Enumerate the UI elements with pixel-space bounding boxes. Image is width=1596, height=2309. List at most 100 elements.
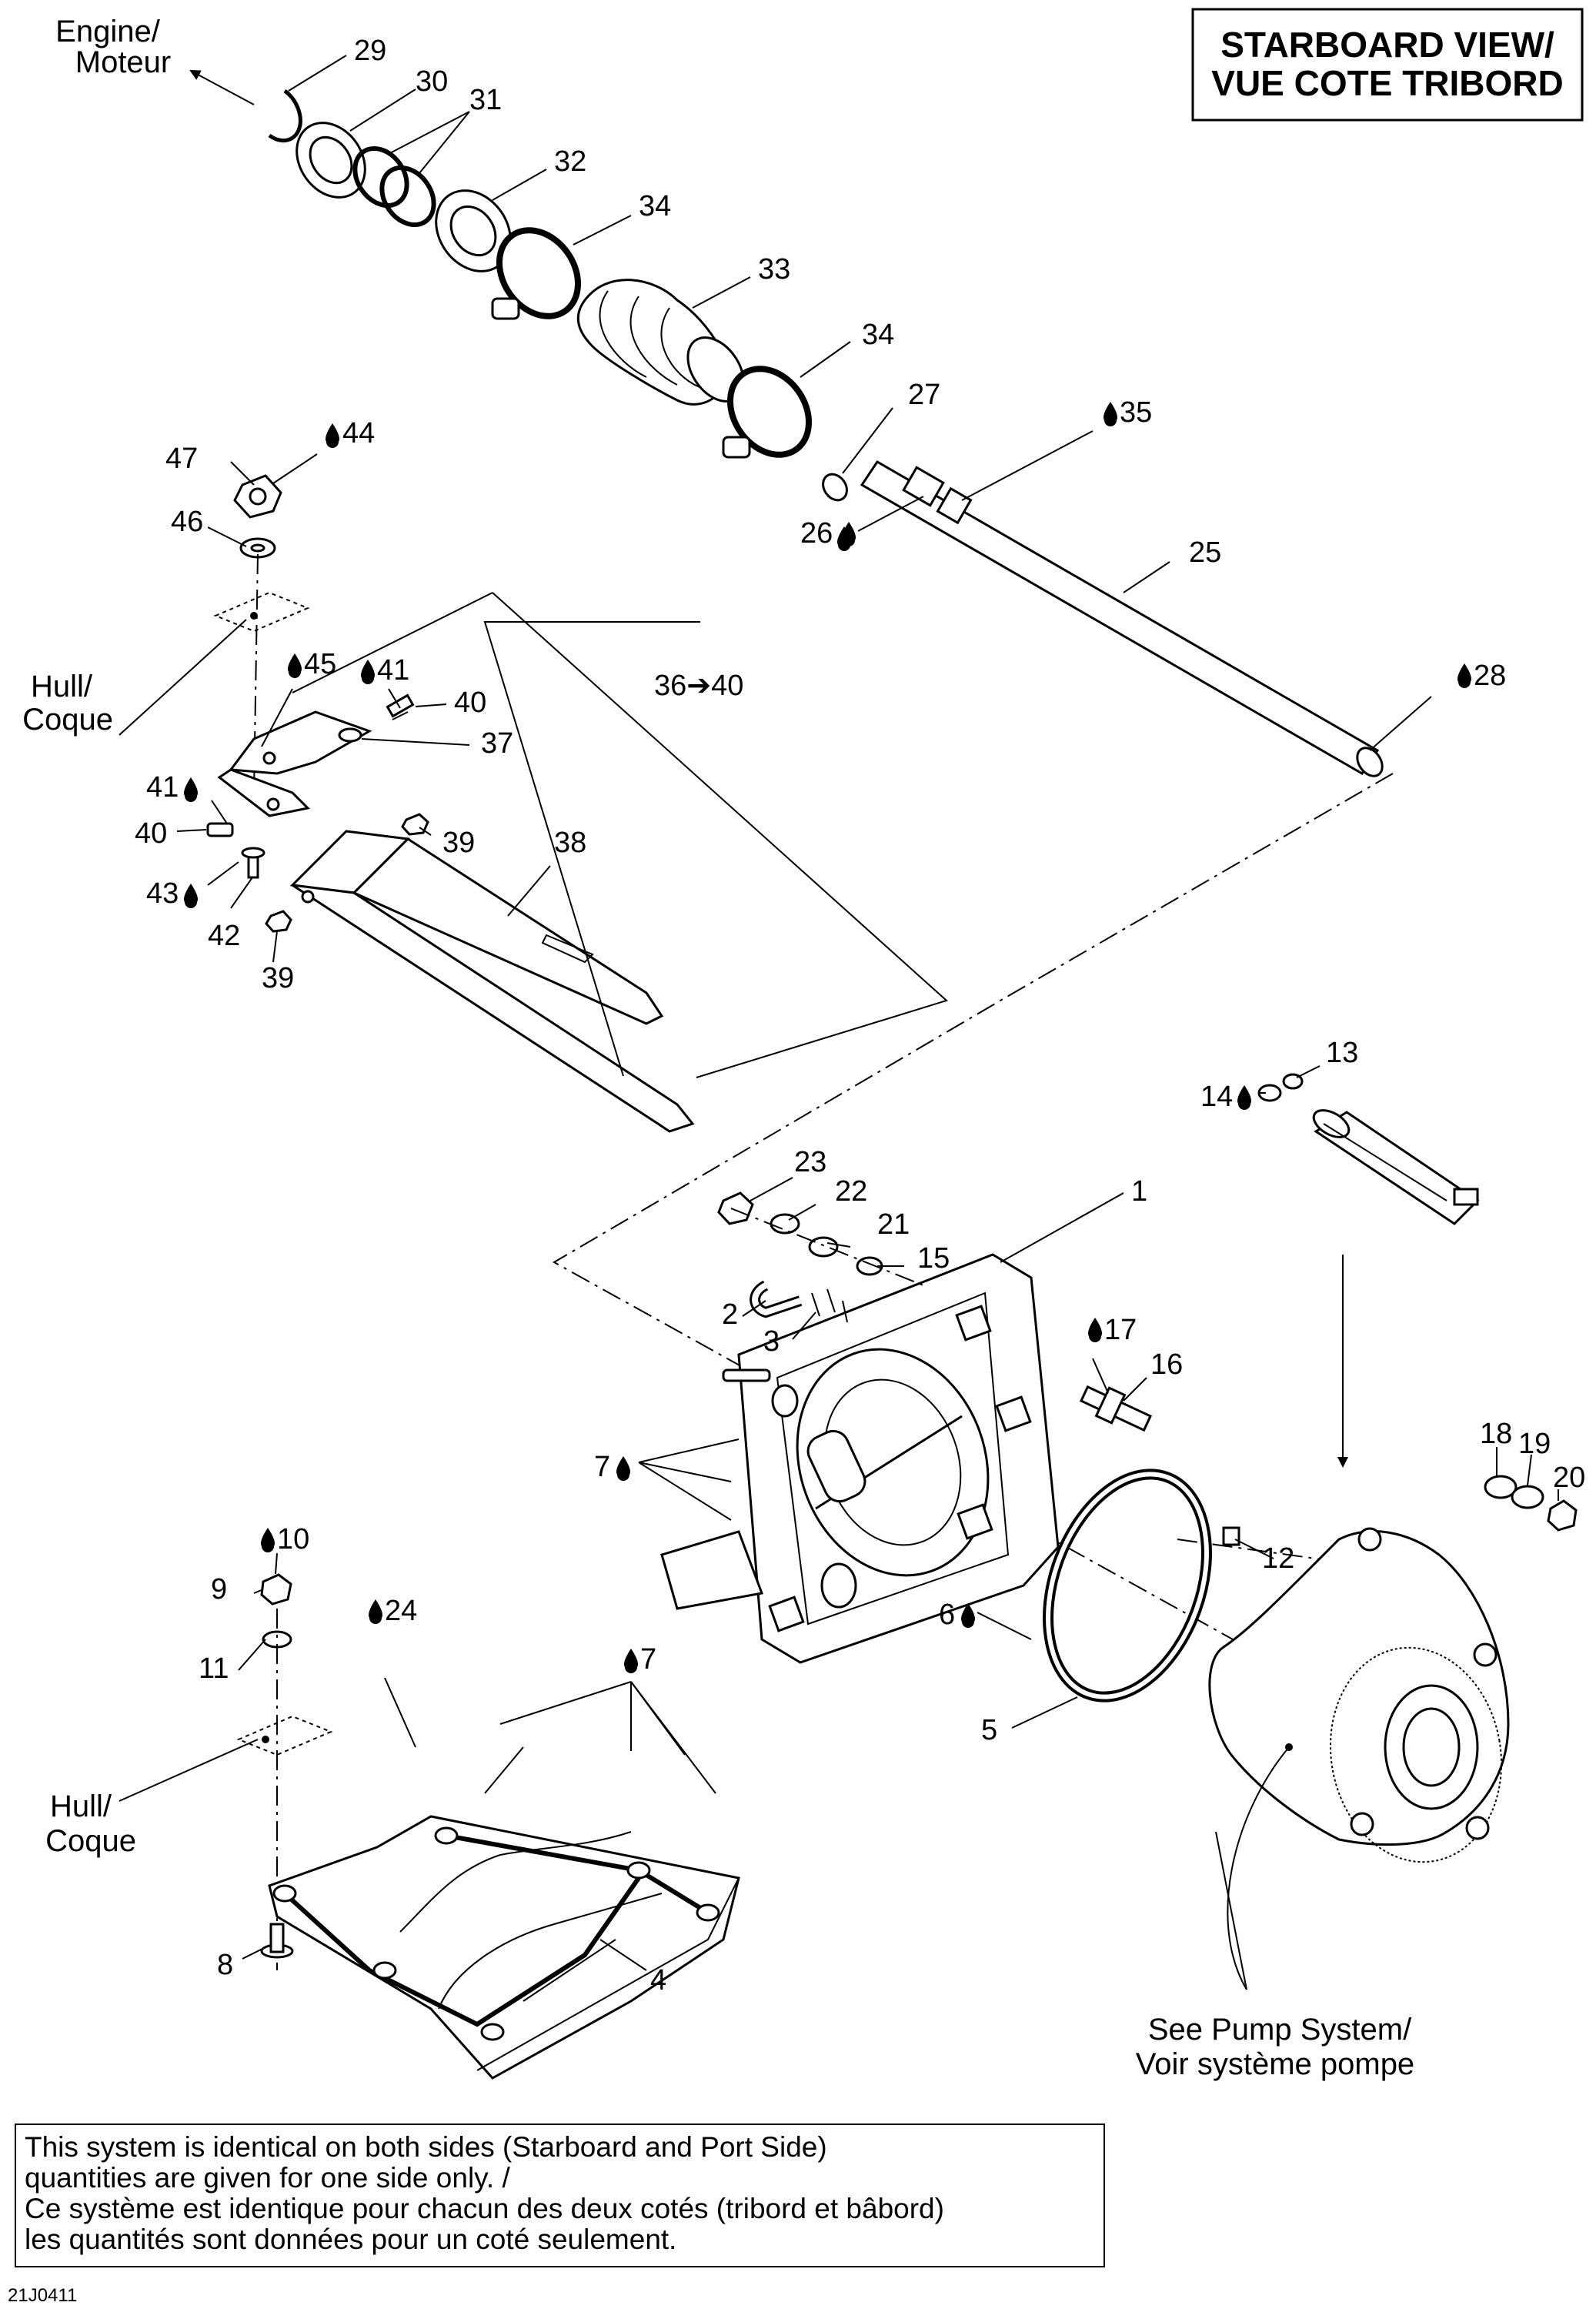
nut-39-lower [265, 910, 292, 933]
lubricant-drop-icon [326, 423, 339, 448]
part-label: 5 [981, 1714, 997, 1746]
drive-shaft-assembly [268, 89, 1384, 777]
engine-caption-line1: Engine/ [55, 15, 161, 48]
part-label: 20 [1553, 1462, 1585, 1494]
part-label: 9 [211, 1573, 227, 1606]
pump-caption-line2: Voir système pompe [1136, 2047, 1414, 2081]
part-label: 8 [217, 1949, 233, 1981]
part-label: 12 [1262, 1542, 1294, 1575]
pump-caption-line1: See Pump System/ [1148, 2013, 1412, 2047]
lubricant-drop-icon [616, 1456, 630, 1481]
part-label: 22 [835, 1175, 867, 1208]
note-box: This system is identical on both sides (… [15, 2124, 1105, 2267]
seal-ring-5 [1043, 1469, 1212, 1703]
lubricant-drop-icon [1237, 1085, 1251, 1110]
lubricant-drop-icon [261, 1528, 275, 1552]
stud-16 [1079, 1385, 1153, 1432]
drive-shaft-25 [860, 459, 1384, 777]
part-label: 44 [342, 417, 375, 449]
part-label: 14 [1200, 1081, 1233, 1113]
part-label: 41 [146, 771, 179, 804]
part-label: 19 [1518, 1428, 1551, 1460]
part-label: 10 [277, 1523, 309, 1555]
engine-caption-line2: Moteur [75, 45, 172, 79]
hull-top-caption-line1: Hull/ [31, 670, 93, 703]
screw-40-left [206, 822, 234, 837]
part-label: 38 [554, 827, 586, 859]
part-label: 17 [1104, 1314, 1137, 1346]
circlip-29 [268, 89, 302, 142]
clip-12 [1222, 1526, 1240, 1546]
view-header-line1: STARBOARD VIEW/ [1220, 25, 1554, 65]
lubricant-drop-icon [184, 777, 198, 802]
lubricant-drop-icon [1088, 1318, 1102, 1342]
part-label: 11 [199, 1652, 229, 1685]
part-label: 43 [146, 877, 179, 910]
washer-18 [1484, 1475, 1518, 1499]
nut-23 [717, 1191, 754, 1225]
pump-housing [1208, 1527, 1510, 1863]
part-label: 7 [594, 1451, 610, 1483]
lubricant-drop-icon [184, 884, 198, 908]
part-label: 15 [917, 1242, 950, 1275]
part-label: 37 [481, 727, 513, 760]
stud [722, 1368, 771, 1382]
part-label: 41 [377, 654, 409, 687]
note-line4: les quantités sont données pour un coté … [25, 2224, 676, 2255]
part-label: 36➔40 [654, 670, 743, 702]
part-number-labels: 29 30 31 32 34 33 34 27 35 26 25 28 47 4… [135, 35, 1585, 1997]
hull-bottom-caption-line1: Hull/ [50, 1789, 112, 1823]
note-line2: quantities are given for one side only. … [25, 2162, 510, 2194]
part-label: 23 [794, 1146, 826, 1178]
note-line3: Ce système est identique pour chacun des… [25, 2193, 944, 2224]
nut-20 [1547, 1499, 1578, 1532]
part-label: 29 [354, 35, 386, 67]
part-label: 16 [1150, 1348, 1183, 1381]
washer-19 [1511, 1485, 1544, 1509]
bolt-42 [241, 847, 265, 879]
part-label: 42 [208, 920, 240, 952]
view-header-line2: VUE COTE TRIBORD [1211, 63, 1563, 103]
part-label: 25 [1189, 536, 1221, 569]
lubricant-drop-icons [184, 402, 1471, 1673]
part-label: 32 [554, 145, 586, 178]
part-label: 33 [758, 253, 790, 286]
lubricant-drop-icon [1457, 663, 1471, 688]
screw-40-top [386, 693, 415, 720]
part-label: 39 [262, 962, 294, 994]
hull-plate-top [213, 591, 310, 633]
part-label: 30 [416, 65, 448, 98]
figure-reference: 21J0411 [8, 2285, 77, 2306]
screw-8 [260, 1923, 294, 1959]
o-ring-31b [379, 165, 436, 228]
hull-plate-bottom [236, 1715, 333, 1756]
note-line1: This system is identical on both sides (… [25, 2131, 827, 2163]
part-label: 31 [469, 84, 502, 116]
lubricant-drop-icon [837, 526, 851, 551]
lubricant-drop-icon [361, 660, 375, 684]
part-label: 1 [1131, 1175, 1147, 1208]
part-label: 40 [135, 817, 167, 850]
clip-3 [811, 1288, 848, 1323]
part-label: 13 [1326, 1037, 1358, 1069]
leader-lines [119, 55, 1559, 1990]
o-ring-31a [352, 145, 409, 209]
part-label: 21 [877, 1208, 910, 1241]
bracket-45 [217, 710, 372, 817]
rail-38 [289, 830, 695, 1133]
view-header-box: STARBOARD VIEW/ VUE COTE TRIBORD [1191, 8, 1584, 122]
part-label: 47 [165, 443, 198, 475]
part-label: 2 [722, 1298, 738, 1331]
part-label: 39 [442, 827, 475, 859]
bracket-group-outline [483, 621, 700, 1077]
part-label: 4 [650, 1964, 666, 1997]
washer-27 [822, 473, 848, 502]
part-label: 28 [1474, 660, 1506, 692]
ride-plate-adapter-1 [660, 1253, 1060, 1664]
nut-9 [260, 1573, 292, 1606]
lubricant-drop-icon [624, 1649, 638, 1673]
part-label: 7 [640, 1643, 656, 1676]
part-label: 46 [171, 506, 203, 538]
washer-21 [808, 1236, 839, 1258]
